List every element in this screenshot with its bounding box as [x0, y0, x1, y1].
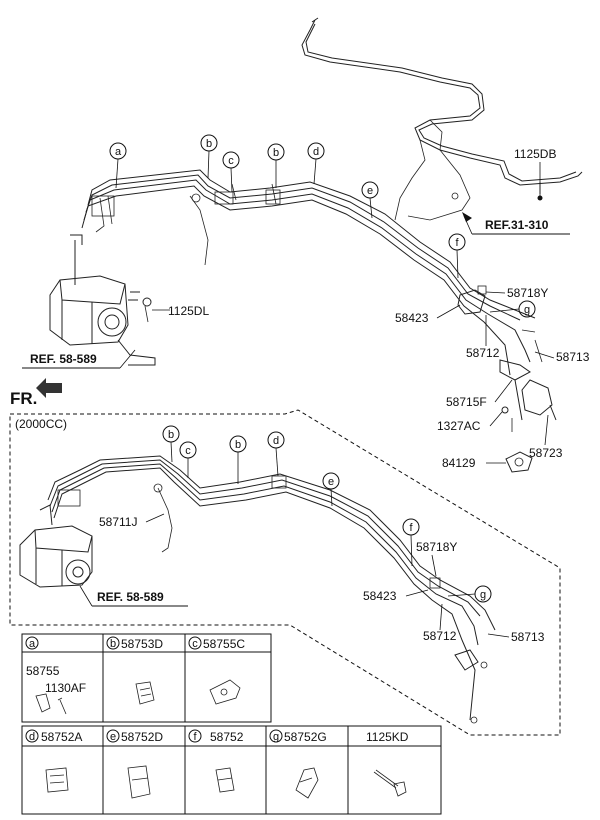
svg-text:c: c [192, 638, 198, 650]
callout-e-lower: e [322, 472, 340, 490]
label-58718Y-upper: 58718Y [507, 286, 548, 300]
ref-58-589-upper-group: REF. 58-589 [22, 349, 136, 369]
callout-d-upper: d [307, 142, 325, 160]
abs-modulator-lower [19, 504, 93, 588]
legend-cell-a: a 58755 1130AF [25, 636, 86, 715]
label-58712-upper: 58712 [466, 346, 500, 360]
part-58752G: 58752G [284, 730, 327, 744]
svg-text:c: c [228, 155, 234, 167]
parts-legend-table: a 58755 1130AF b 58753D c 58755C d 58752… [21, 633, 442, 815]
legend-cell-1125KD: 1125KD [366, 730, 409, 797]
callout-b-upper: b [200, 134, 218, 152]
svg-text:f: f [409, 522, 413, 534]
svg-text:g: g [524, 304, 530, 316]
label-58712-lower: 58712 [423, 629, 457, 643]
part-58753D: 58753D [121, 637, 163, 651]
label-1125DB: 1125DB [514, 147, 556, 161]
legend-cell-b: b 58753D [106, 636, 163, 705]
svg-text:a: a [115, 146, 122, 158]
rear-valve-bracket-upper [457, 285, 557, 473]
part-58752A: 58752A [41, 730, 82, 744]
svg-text:b: b [273, 147, 279, 159]
part-58752D: 58752D [121, 730, 163, 744]
part-58755: 58755 [26, 664, 60, 678]
variant-label: (2000CC) [15, 417, 67, 431]
svg-text:b: b [206, 138, 212, 150]
label-58723: 58723 [529, 446, 563, 460]
callout-b-lower: b [162, 425, 180, 443]
ref-58-589-upper: REF. 58-589 [30, 352, 97, 366]
svg-text:f: f [455, 237, 459, 249]
front-direction-indicator: FR. [10, 378, 62, 408]
clip-58752D-icon [127, 765, 151, 799]
clip-58752A-icon [45, 767, 69, 793]
label-84129: 84129 [442, 456, 476, 470]
lower-brake-line-bundle [47, 455, 496, 724]
svg-text:f: f [193, 731, 197, 743]
callout-b2-upper: b [267, 143, 285, 161]
svg-text:a: a [29, 638, 36, 650]
callout-f-upper: f [448, 233, 466, 251]
svg-text:g: g [273, 731, 279, 743]
legend-cell-g: g 58752G [269, 729, 327, 799]
svg-text:d: d [273, 435, 279, 447]
upper-callouts: a b c b d e f g [109, 134, 536, 318]
legend-cell-c: c 58755C [188, 636, 245, 705]
clip-58755C-icon [209, 679, 241, 705]
svg-text:d: d [313, 146, 319, 158]
legend-cell-f: f 58752 [188, 729, 244, 793]
legend-cell-e: e 58752D [106, 729, 163, 799]
bolt-1125KD-icon [373, 769, 399, 789]
svg-text:b: b [110, 638, 116, 650]
svg-text:e: e [328, 476, 334, 488]
legend-cell-d: d 58752A [25, 729, 82, 793]
abs-modulator-upper [49, 234, 170, 366]
fr-label: FR. [10, 389, 37, 408]
part-58752: 58752 [210, 730, 244, 744]
callout-e-upper: e [361, 181, 379, 199]
variant-dashed-boundary [9, 409, 561, 736]
bolt-1130AF-icon [57, 697, 67, 715]
svg-text:e: e [110, 731, 116, 743]
clip-58752G-icon [295, 767, 319, 799]
callout-c-lower: c [179, 441, 197, 459]
svg-text:b: b [235, 439, 241, 451]
label-58713-lower: 58713 [511, 630, 545, 644]
callout-g-upper: g [518, 300, 536, 318]
svg-text:b: b [168, 429, 174, 441]
label-58715F: 58715F [446, 395, 487, 409]
svg-text:g: g [480, 589, 486, 601]
main-brake-line-bundle [81, 169, 536, 376]
label-58423-lower: 58423 [363, 589, 397, 603]
part-1130AF: 1130AF [45, 681, 86, 695]
part-58755C: 58755C [203, 637, 245, 651]
ref-58-589-lower: REF. 58-589 [97, 590, 164, 604]
ref-31-310: REF.31-310 [485, 218, 549, 232]
callout-a-upper: a [109, 142, 127, 160]
ref-58-589-lower-group: REF. 58-589 [79, 585, 188, 607]
callout-d-lower: d [267, 431, 285, 449]
callout-c-upper: c [222, 151, 240, 169]
svg-text:c: c [185, 445, 191, 457]
front-arrow-icon [36, 378, 62, 398]
label-1125DL: 1125DL [168, 304, 209, 318]
label-58423-upper: 58423 [395, 311, 429, 325]
callout-f-lower: f [402, 518, 420, 536]
ref-31-310-group: REF.31-310 [462, 212, 570, 235]
clip-58753D-icon [135, 681, 155, 705]
clip-58755-icon [35, 693, 51, 713]
label-1327AC: 1327AC [437, 419, 481, 433]
rear-brake-line [301, 17, 583, 221]
svg-text:d: d [29, 731, 35, 743]
callout-b2-lower: b [229, 435, 247, 453]
callout-g-lower: g [474, 585, 492, 603]
part-1125KD: 1125KD [366, 730, 409, 744]
label-58713-upper: 58713 [556, 350, 590, 364]
svg-text:e: e [367, 185, 373, 197]
label-58711J: 58711J [99, 515, 137, 529]
lower-callouts: b c b d e f g [162, 425, 492, 603]
clip-58752-icon [215, 767, 235, 793]
label-58718Y-lower: 58718Y [416, 540, 457, 554]
